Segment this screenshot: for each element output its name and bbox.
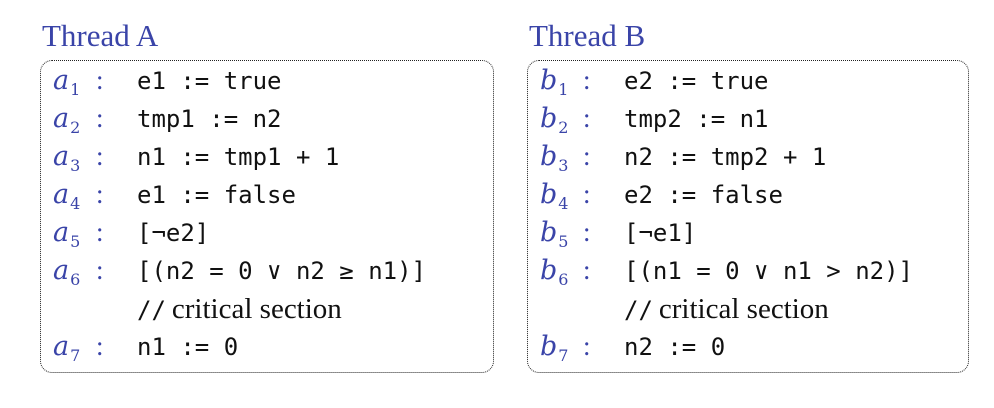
line-label: a7 — [53, 331, 81, 365]
line-colon: : — [96, 217, 104, 247]
thread-title: Thread A — [42, 18, 159, 53]
code-statement: e2 := false — [624, 181, 783, 209]
line-label: a3 — [53, 141, 81, 175]
code-statement: [(n1 = 0 ∨ n1 > n2)] — [624, 257, 913, 285]
line-label: b4 — [540, 179, 569, 213]
line-label: b5 — [540, 217, 569, 251]
line-colon: : — [583, 179, 591, 209]
code-statement: n1 := tmp1 + 1 — [137, 143, 340, 171]
code-statement: e1 := false — [137, 181, 296, 209]
line-label: b2 — [540, 103, 569, 137]
critical-section-comment: //critical section — [624, 293, 829, 325]
line-colon: : — [583, 217, 591, 247]
line-label: a2 — [53, 103, 81, 137]
line-colon: : — [96, 255, 104, 285]
line-colon: : — [96, 103, 104, 133]
line-colon: : — [583, 331, 591, 361]
line-colon: : — [583, 103, 591, 133]
line-colon: : — [96, 331, 104, 361]
code-statement: n2 := tmp2 + 1 — [624, 143, 827, 171]
line-colon: : — [96, 141, 104, 171]
line-label: a1 — [53, 65, 81, 99]
line-colon: : — [583, 65, 591, 95]
code-statement: tmp2 := n1 — [624, 105, 769, 133]
critical-section-comment: //critical section — [137, 293, 342, 325]
code-statement: e2 := true — [624, 67, 769, 95]
code-statement: [(n2 = 0 ∨ n2 ≥ n1)] — [137, 257, 426, 285]
code-box: b1 : e2 := true b2 : tmp2 := n1 b3 : n2 … — [527, 60, 969, 373]
code-statement: [¬e2] — [137, 219, 210, 247]
code-statement: n1 := 0 — [137, 333, 239, 361]
line-colon: : — [96, 179, 104, 209]
thread-title: Thread B — [529, 18, 646, 53]
line-colon: : — [583, 141, 591, 171]
line-label: b7 — [540, 331, 569, 365]
line-colon: : — [583, 255, 591, 285]
line-label: a4 — [53, 179, 81, 213]
line-label: b6 — [540, 255, 569, 289]
code-statement: n2 := 0 — [624, 333, 726, 361]
code-statement: [¬e1] — [624, 219, 697, 247]
line-label: b3 — [540, 141, 569, 175]
code-statement: tmp1 := n2 — [137, 105, 282, 133]
line-colon: : — [96, 65, 104, 95]
line-label: b1 — [540, 65, 569, 99]
code-statement: e1 := true — [137, 67, 282, 95]
code-box: a1 : e1 := true a2 : tmp1 := n2 a3 : n1 … — [40, 60, 494, 373]
line-label: a6 — [53, 255, 81, 289]
line-label: a5 — [53, 217, 81, 251]
